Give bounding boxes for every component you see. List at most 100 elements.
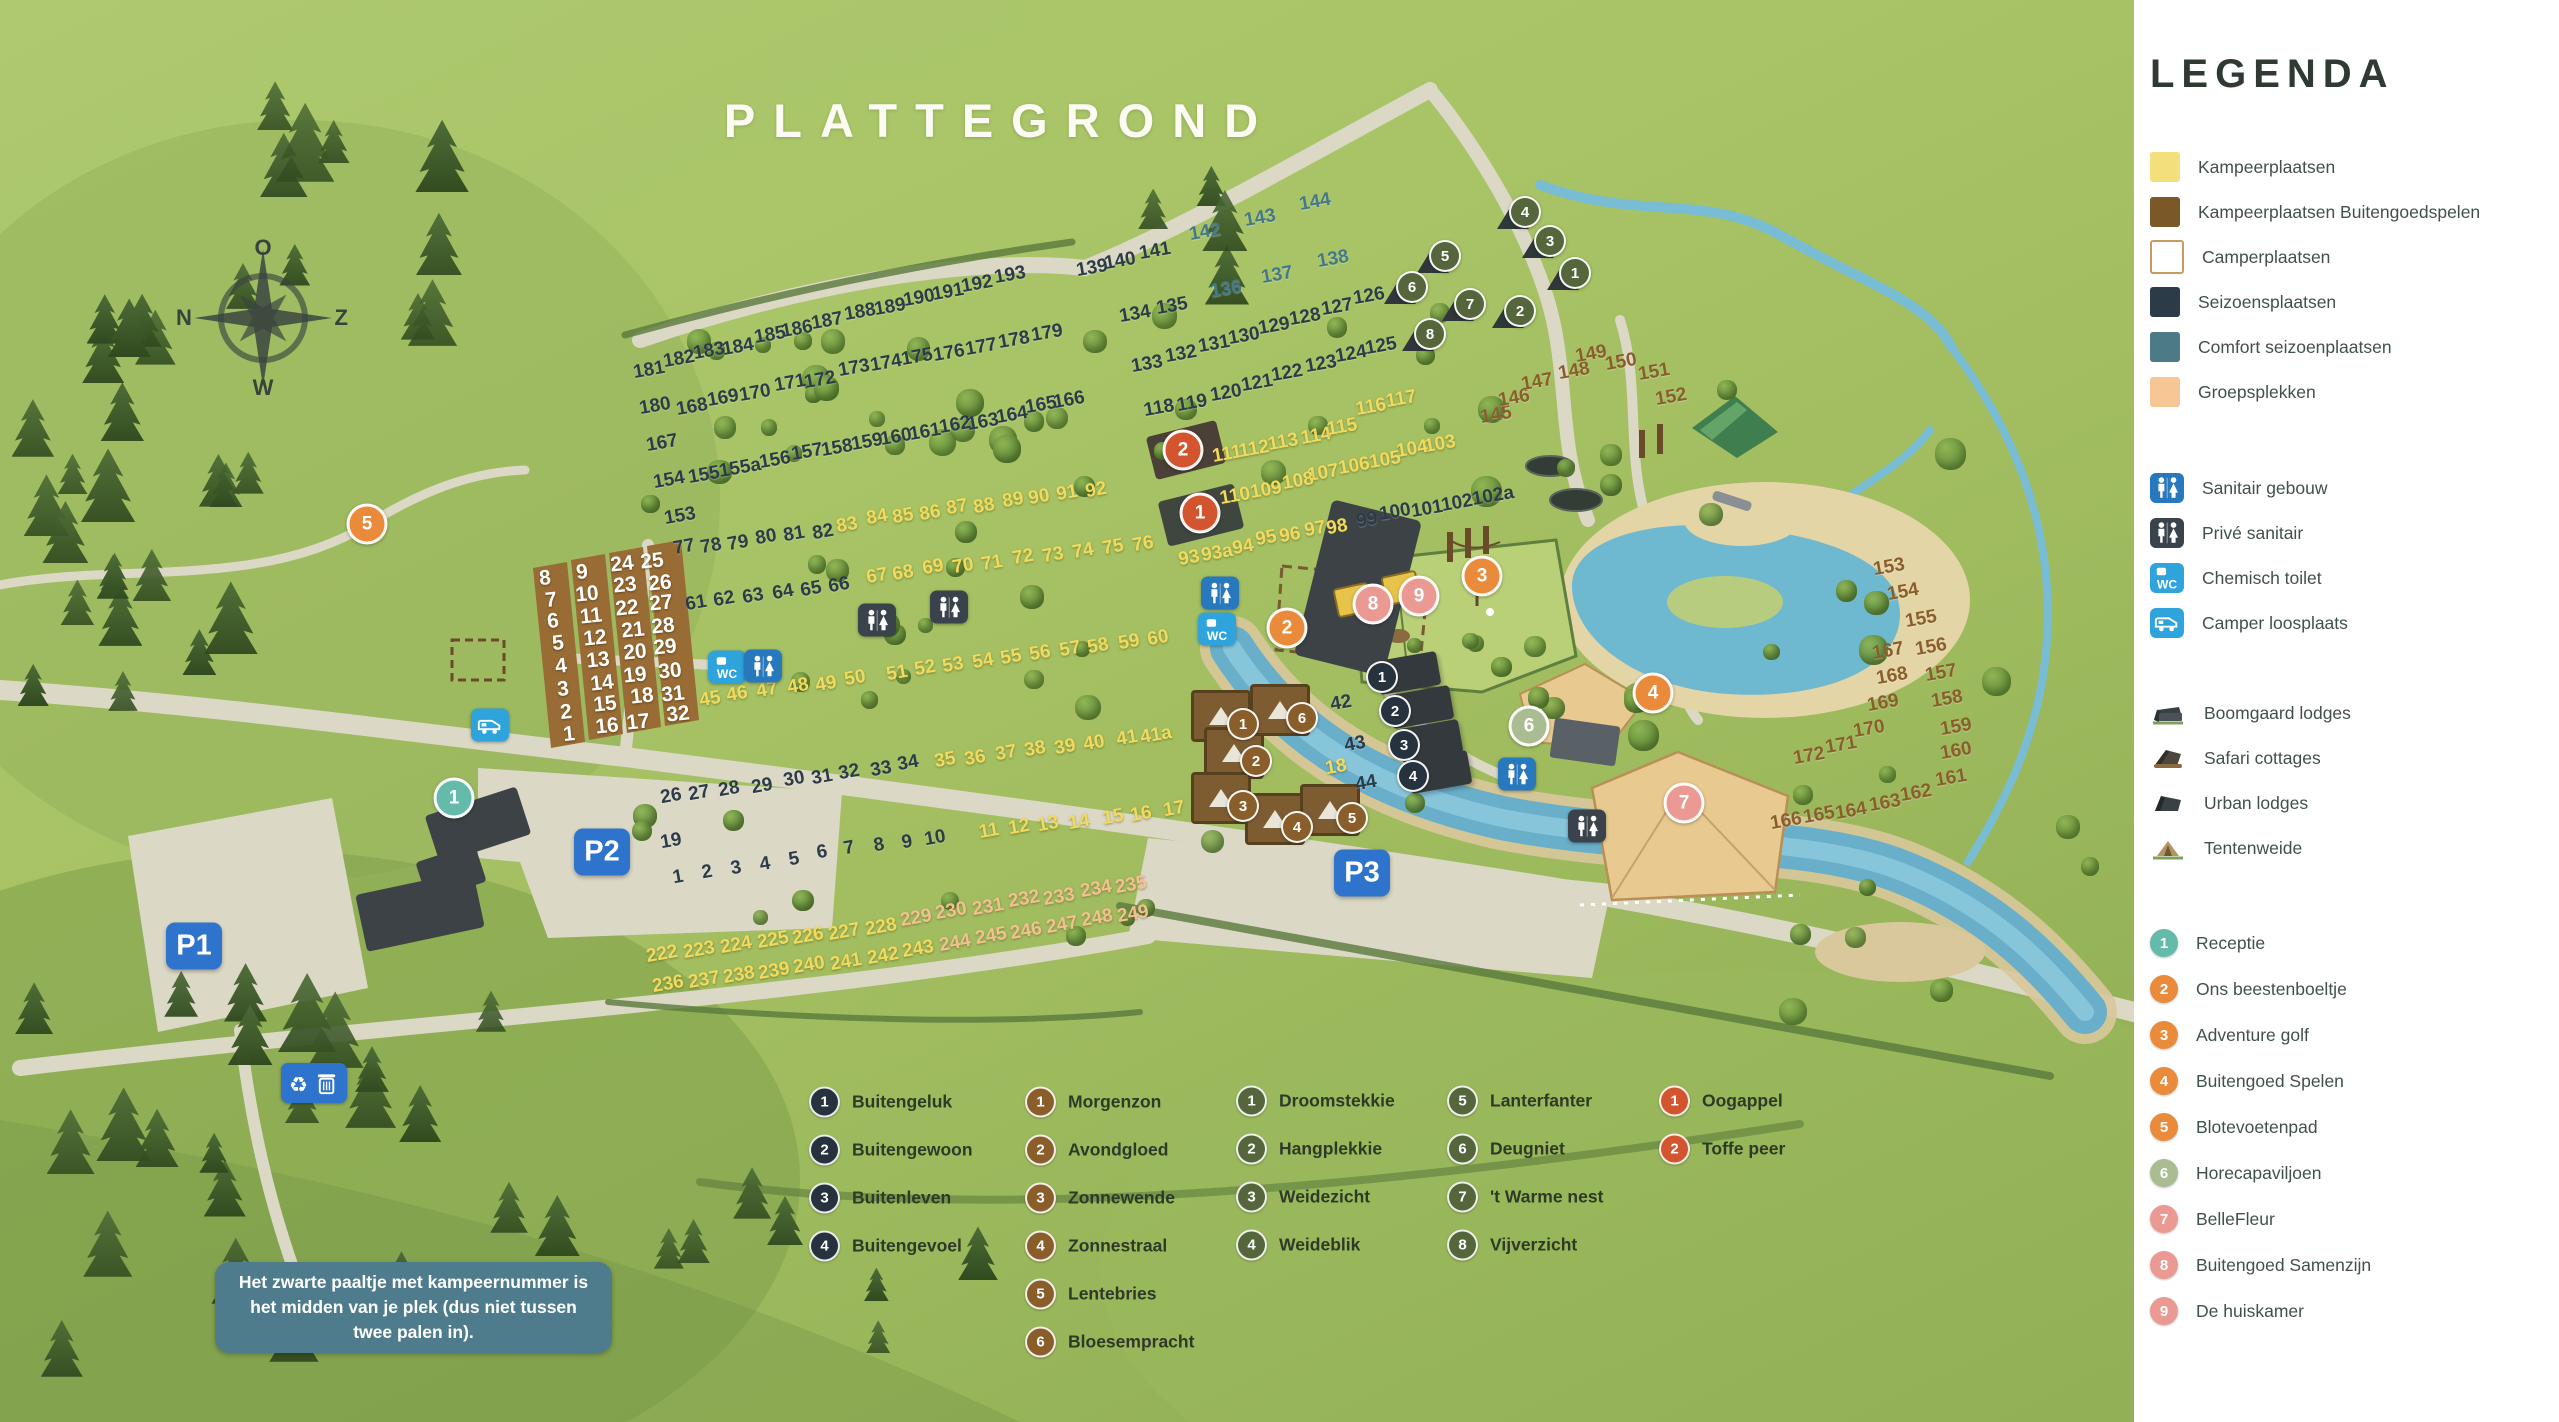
pitch-type-swatch <box>2150 287 2180 317</box>
boomgaard-unit-marker: 4 <box>1397 760 1429 792</box>
poi-marker: 2 <box>1266 607 1308 649</box>
legend-row: Safari cottages <box>2150 744 2321 772</box>
parking-sign-p1: P1 <box>166 922 222 970</box>
area-number-badge: 4 <box>809 1230 840 1262</box>
legend-row: Sanitair gebouw <box>2150 473 2328 503</box>
legend-row: Privé sanitair <box>2150 518 2303 548</box>
parking-sign-p3: P3 <box>1334 849 1390 897</box>
area-name-label: Deugniet <box>1490 1138 1565 1159</box>
boomgaard-unit-marker: 1 <box>1366 661 1398 693</box>
area-list-item: 4 Buitengevoel <box>809 1230 962 1262</box>
svg-text:WC: WC <box>2157 577 2177 591</box>
parking-signs-layer: P1 P2 P3 <box>166 828 1390 970</box>
compass-east-label: O <box>254 235 272 260</box>
area-number-badge: 8 <box>1447 1229 1478 1261</box>
prive-sanitair-icon <box>2150 518 2184 548</box>
poi-marker: 5 <box>346 503 388 545</box>
svg-text:WC: WC <box>1207 628 1227 642</box>
area-number-badge: 5 <box>1447 1085 1478 1117</box>
legend-poi-badge: 5 <box>2150 1113 2178 1141</box>
area-name-label: Lentebries <box>1068 1283 1157 1304</box>
legend-row: Seizoensplaatsen <box>2150 287 2336 317</box>
parking-sign-p2: P2 <box>574 828 630 876</box>
legend-row: 9 De huiskamer <box>2150 1297 2304 1325</box>
compass-star-icon <box>194 249 332 387</box>
sanitair-gebouw-icon <box>1498 757 1536 791</box>
area-number-badge: 7 <box>1447 1181 1478 1213</box>
legend-label: Blotevoetenpad <box>2196 1116 2318 1137</box>
legend-row: Camperplaatsen <box>2150 240 2330 274</box>
legend-row: Kampeerplaatsen Buitengoedspelen <box>2150 197 2480 227</box>
legend-row: Comfort seizoenplaatsen <box>2150 332 2392 362</box>
poi-marker: 3 <box>1461 555 1503 597</box>
tentenweide-unit-marker: 6 <box>1286 702 1318 734</box>
area-name-label: Zonnewende <box>1068 1187 1175 1208</box>
tentenweide-lodge-icon <box>2150 834 2186 862</box>
legend-row: Kampeerplaatsen <box>2150 152 2335 182</box>
legend-row: Groepsplekken <box>2150 377 2316 407</box>
legend-label: Boomgaard lodges <box>2204 702 2351 723</box>
area-number-badge: 1 <box>1659 1085 1690 1117</box>
pitch-type-swatch <box>2150 377 2180 407</box>
poi-marker: 9 <box>1398 575 1440 617</box>
area-name-label: Toffe peer <box>1702 1138 1786 1159</box>
safari-unit-marker: 1 <box>1559 257 1591 289</box>
area-number-badge: 1 <box>1236 1085 1267 1117</box>
legend-row: Tentenweide <box>2150 834 2302 862</box>
area-list-item: 7't Warme nest <box>1447 1181 1603 1213</box>
chemisch-toilet-icon: WC <box>708 650 746 684</box>
legend-row: WC Chemisch toilet <box>2150 563 2322 593</box>
prive-sanitair-icon <box>1568 809 1606 843</box>
camper-loosplaats-icon <box>2150 608 2184 638</box>
legend-label: Urban lodges <box>2204 792 2309 813</box>
legend-label: De huiskamer <box>2196 1300 2304 1321</box>
legend-row: Boomgaard lodges <box>2150 699 2351 727</box>
area-number-badge: 4 <box>1025 1230 1056 1262</box>
legend-label: Buitengoed Spelen <box>2196 1070 2344 1091</box>
legend-poi-badge: 4 <box>2150 1067 2178 1095</box>
safari-unit-marker: 6 <box>1396 271 1428 303</box>
legend-label: Kampeerplaatsen Buitengoedspelen <box>2198 201 2481 222</box>
area-number-badge: 2 <box>809 1134 840 1166</box>
poi-marker: 8 <box>1352 583 1394 625</box>
area-name-label: Buitengevoel <box>852 1235 962 1256</box>
tentenweide-unit-marker: 4 <box>1281 811 1313 843</box>
safari-unit-marker: 7 <box>1454 288 1486 320</box>
area-list-item: 1 Droomstekkie <box>1236 1085 1395 1117</box>
area-name-label: Vijverzicht <box>1490 1234 1578 1255</box>
poi-marker: 1 <box>433 777 475 819</box>
area-name-label: Buitengeluk <box>852 1091 953 1112</box>
area-name-label: Morgenzon <box>1068 1091 1162 1112</box>
legend-poi-badge: 9 <box>2150 1297 2178 1325</box>
legend-poi-badge: 2 <box>2150 975 2178 1003</box>
legend-label: Chemisch toilet <box>2202 567 2322 588</box>
legend-label: Seizoensplaatsen <box>2198 291 2337 312</box>
chemisch-toilet-icon: WC <box>2150 563 2184 593</box>
area-name-label: Droomstekkie <box>1279 1090 1395 1111</box>
sanitair-gebouw-icon <box>2150 473 2184 503</box>
area-name-label: Weidezicht <box>1279 1186 1371 1207</box>
area-number-badge: 6 <box>1447 1133 1478 1165</box>
area-list-item: 8 Vijverzicht <box>1447 1229 1578 1261</box>
pitch-type-swatch <box>2150 240 2184 274</box>
legend-row: 5 Blotevoetenpad <box>2150 1113 2318 1141</box>
boomgaard-unit-marker: 3 <box>1388 729 1420 761</box>
legend-label: Receptie <box>2196 932 2266 953</box>
legend-label: Privé sanitair <box>2202 522 2304 543</box>
